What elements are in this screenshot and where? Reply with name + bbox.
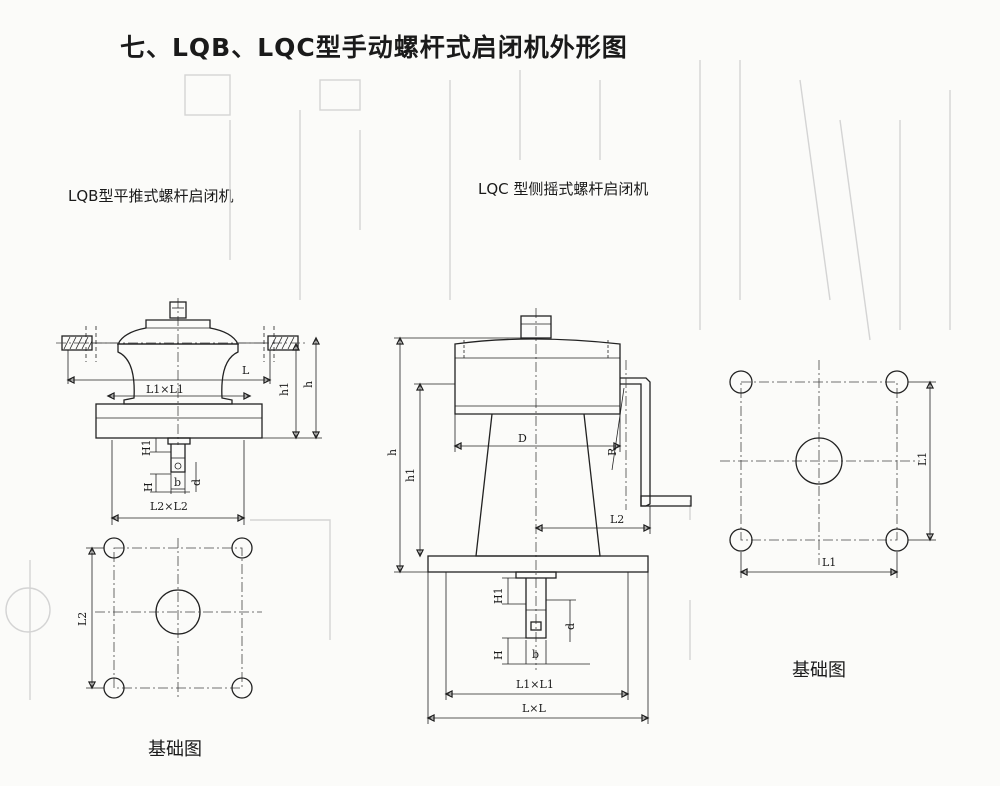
found-left-dim-L2: L2 <box>76 612 89 626</box>
lqc-dim-h1: h1 <box>404 468 417 482</box>
lqc-dim-H: H <box>492 650 505 660</box>
lqc-dim-LxL: L×L <box>522 702 547 715</box>
lqb-dim-d: d <box>190 479 203 486</box>
foundation-plan-right: L1 L1 <box>720 360 936 578</box>
lqb-dim-L: L <box>242 364 250 377</box>
lqb-dim-h: h <box>302 381 315 388</box>
lqc-dim-R: R <box>606 447 619 456</box>
lqb-hoist-drawing: L L1×L1 h1 h H1 H b d L2×L2 <box>56 298 322 525</box>
lqc-caption: LQC 型侧摇式螺杆启闭机 <box>478 180 649 198</box>
page-title: 七、LQB、LQC型手动螺杆式启闭机外形图 <box>120 33 628 62</box>
lqc-dim-H1: H1 <box>492 587 505 604</box>
foundation-right-caption: 基础图 <box>792 660 846 681</box>
lqb-dim-h1: h1 <box>278 382 291 396</box>
found-right-dim-L1-vertical: L1 <box>916 452 929 466</box>
lqb-dim-L1xL1: L1×L1 <box>146 383 184 396</box>
foundation-left-caption: 基础图 <box>148 739 202 760</box>
lqc-dim-D: D <box>518 432 527 445</box>
lqb-dim-H: H <box>142 482 155 492</box>
lqc-dim-b: b <box>532 648 539 661</box>
lqb-dim-H1: H1 <box>140 439 153 456</box>
bleed-through-ghost <box>5 60 951 700</box>
lqc-dim-L1xL1: L1×L1 <box>516 678 554 691</box>
lqc-dim-h: h <box>386 449 399 456</box>
lqc-hoist-drawing: h h1 D R L2 H1 H b d <box>386 308 692 724</box>
foundation-plan-left: L2 <box>76 537 262 700</box>
lqc-dim-d: d <box>564 623 577 630</box>
lqb-caption: LQB型平推式螺杆启闭机 <box>68 187 234 205</box>
lqc-dim-L2: L2 <box>610 513 624 526</box>
found-right-dim-L1-horizontal: L1 <box>822 556 836 569</box>
lqb-dim-b: b <box>174 476 181 489</box>
lqb-dim-L2xL2: L2×L2 <box>150 500 188 513</box>
